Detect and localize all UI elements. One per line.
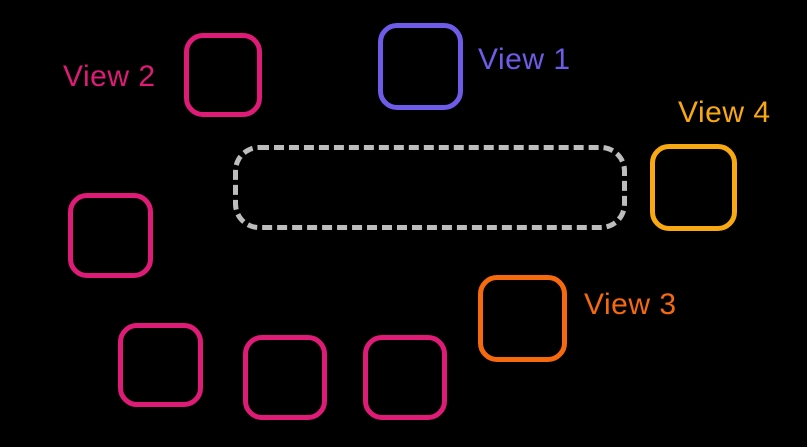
view-1-box (378, 23, 463, 110)
view-4-box (650, 144, 737, 231)
magenta-box-bottom-2 (243, 335, 327, 420)
view-3-box (478, 275, 567, 362)
view-2-label: View 2 (63, 60, 156, 93)
view-1-label: View 1 (478, 43, 571, 76)
dashed-group-container (233, 145, 627, 230)
magenta-box-bottom-1 (118, 323, 203, 407)
view-2-box (184, 33, 262, 117)
magenta-box-left (68, 193, 153, 278)
magenta-box-bottom-3 (363, 335, 447, 420)
view-4-label: View 4 (678, 96, 771, 129)
view-3-label: View 3 (584, 288, 677, 321)
